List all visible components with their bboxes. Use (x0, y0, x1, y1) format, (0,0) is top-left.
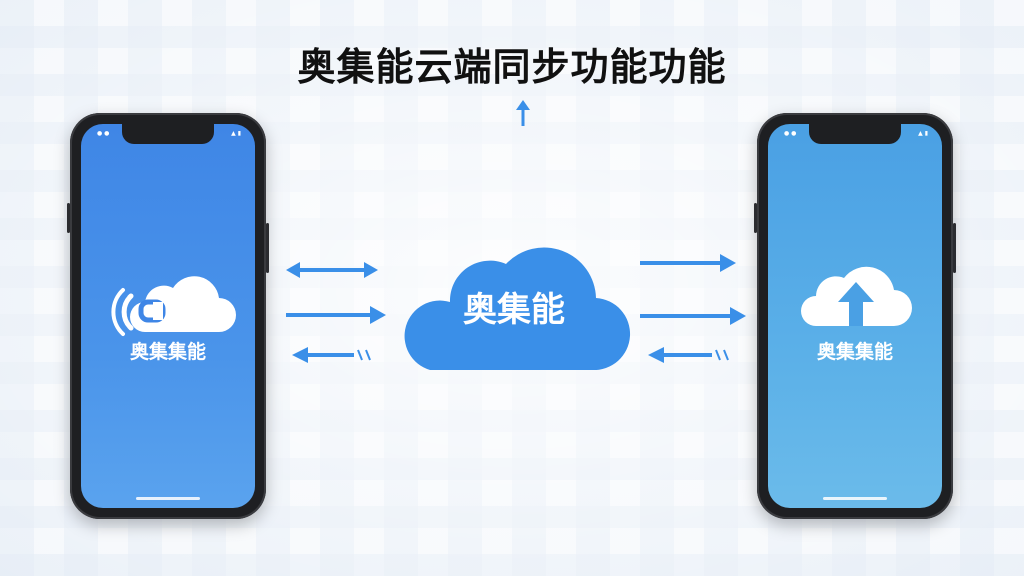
status-signal-icon: ▲ ▮ (918, 130, 928, 137)
right-phone: ● ● ▲ ▮ 奥集集能 (754, 113, 956, 519)
status-time: ● ● (784, 130, 797, 137)
cloud-upload-icon (801, 266, 912, 326)
phone-notch (809, 124, 901, 144)
cloud-link-icon (111, 276, 236, 336)
left-arrow-icon (648, 347, 729, 363)
right-phone-label: 奥集集能 (816, 341, 893, 363)
left-phone-screen: ● ● ▲ ▮ 奥集集能 (81, 124, 255, 508)
center-cloud-icon (404, 247, 631, 371)
right-arrow-icon (640, 307, 746, 325)
status-time: ● ● (97, 130, 110, 137)
right-phone-screen: ● ● ▲ ▮ 奥集集能 (768, 124, 942, 508)
power-button (266, 223, 269, 273)
right-arrow-icon (640, 254, 736, 272)
volume-button (67, 203, 70, 233)
left-arrow-icon (292, 347, 371, 363)
status-signal-icon: ▲ ▮ (231, 130, 241, 137)
home-indicator (823, 497, 887, 500)
right-arrow-icon (286, 306, 386, 324)
center-cloud-label: 奥集能 (463, 290, 565, 330)
home-indicator (136, 497, 200, 500)
page-title: 奥集能云端同步功能功能 (297, 45, 727, 89)
volume-button (754, 203, 757, 233)
phone-notch (122, 124, 214, 144)
double-arrow-icon (286, 262, 378, 278)
left-phone-label: 奥集集能 (129, 341, 206, 363)
power-button (953, 223, 956, 273)
up-arrow-icon (516, 100, 530, 126)
left-phone: ● ● ▲ ▮ 奥集集能 (67, 113, 269, 519)
